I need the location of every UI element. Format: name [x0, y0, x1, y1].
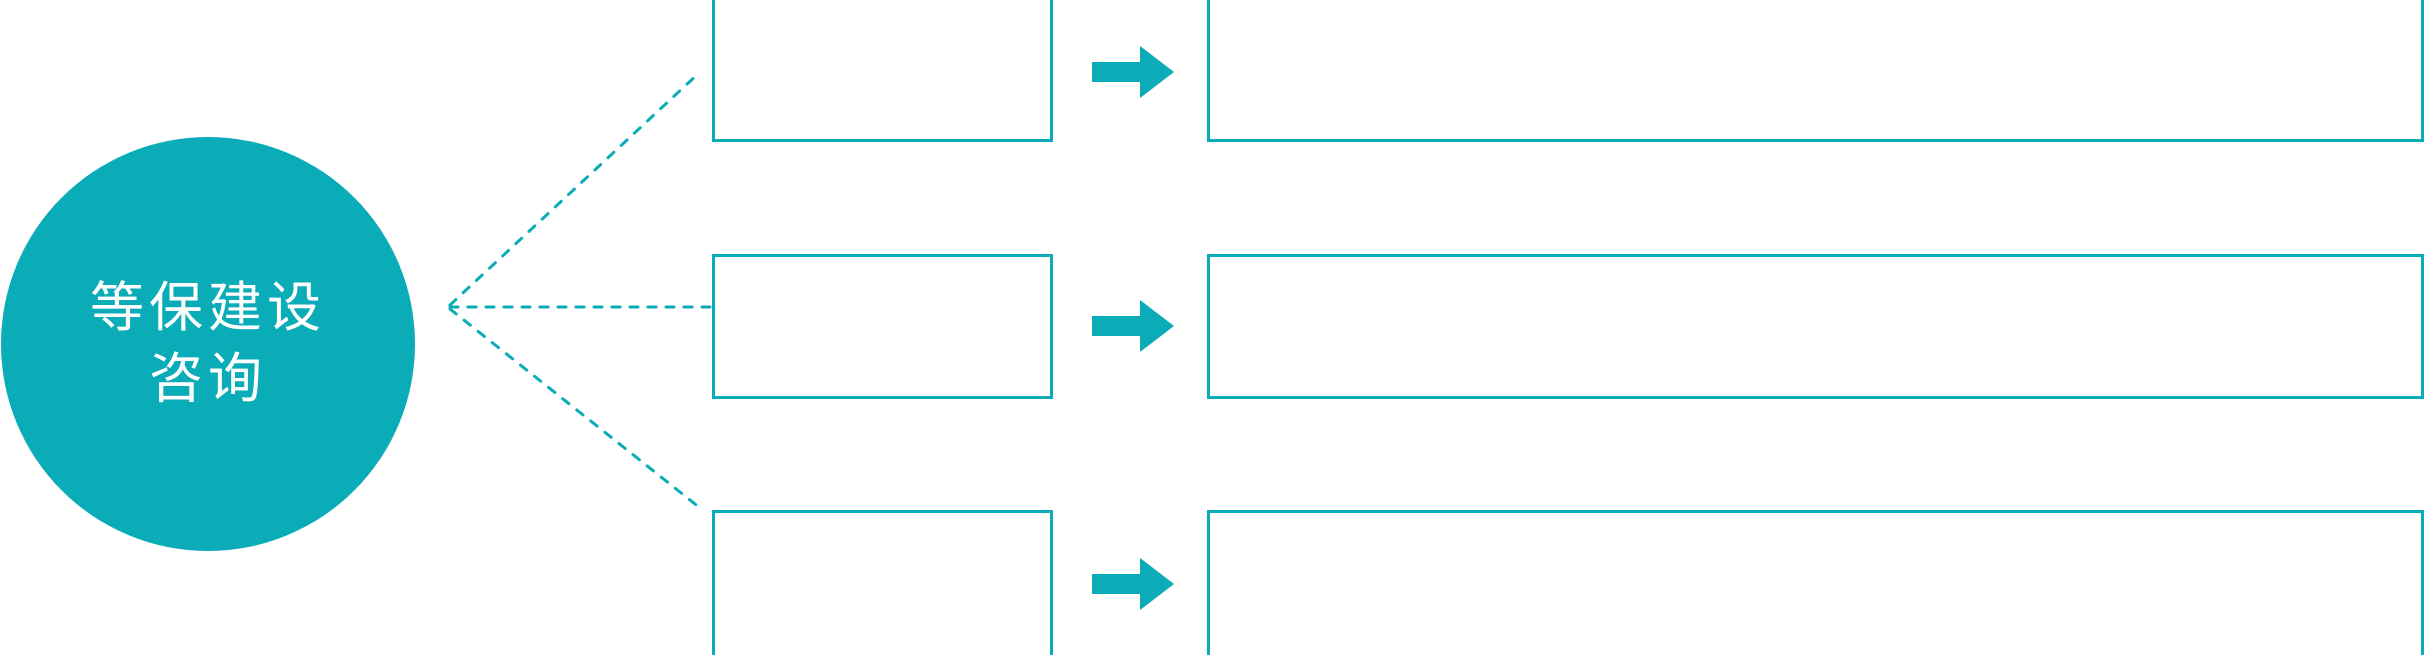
connector-to-row-1	[448, 70, 702, 307]
row-3-detail-box[interactable]	[1207, 510, 2424, 655]
arrow-right-icon	[1092, 46, 1174, 98]
row-1-arrow	[1092, 46, 1174, 98]
row-2-detail-box[interactable]	[1207, 254, 2424, 399]
arrow-right-icon	[1092, 300, 1174, 352]
row-1-detail-box[interactable]	[1207, 0, 2424, 142]
hub-label-line-1: 等保建设	[90, 277, 326, 338]
connector-to-row-3	[448, 307, 702, 510]
hub-node[interactable]: 等保建设 咨询	[1, 137, 415, 551]
row-3-arrow	[1092, 558, 1174, 610]
row-2-arrow	[1092, 300, 1174, 352]
row-2-stage-box[interactable]	[712, 254, 1053, 399]
row-1-stage-box[interactable]	[712, 0, 1053, 142]
arrow-right-icon	[1092, 558, 1174, 610]
hub-label-line-2: 咨询	[149, 349, 267, 409]
row-3-stage-box[interactable]	[712, 510, 1053, 655]
